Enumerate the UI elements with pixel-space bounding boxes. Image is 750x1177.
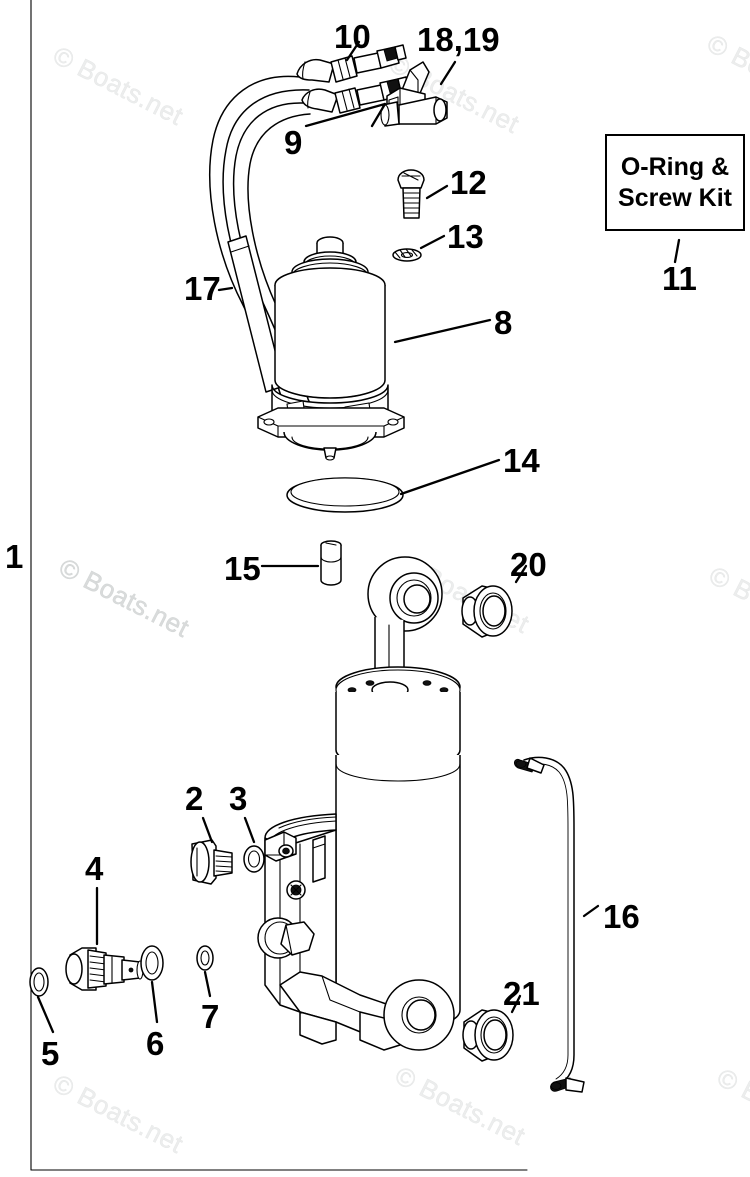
callout-18-19: 18,19 [417, 21, 500, 58]
callout-7: 7 [201, 998, 220, 1035]
kit-box-line-2: Screw Kit [618, 183, 732, 212]
motor-base-o-ring-14 [286, 477, 404, 513]
callout-14: 14 [503, 442, 540, 479]
wire-connector-10 [296, 44, 407, 83]
wire-connector-9 [301, 76, 410, 114]
hydraulic-hose-pair-17 [209, 75, 323, 415]
callout-15: 15 [224, 550, 261, 587]
callout-21: 21 [503, 975, 540, 1012]
callout-2: 2 [185, 780, 204, 817]
callout-10: 10 [334, 18, 371, 55]
o-ring-7 [196, 945, 214, 971]
leader-lines [36, 40, 600, 1034]
lock-washer-13 [392, 248, 422, 262]
pan-head-screw-12 [397, 169, 425, 219]
callout-4: 4 [85, 850, 104, 887]
callout-17: 17 [184, 270, 221, 307]
bushing-lower-21 [462, 1009, 514, 1062]
trim-cylinder-lower-bracket [257, 813, 455, 1051]
callout-9: 9 [284, 124, 303, 161]
o-ring-screw-kit-box: O-Ring & Screw Kit [605, 134, 745, 231]
slotted-screw-2 [190, 839, 233, 885]
ground-wire-strap-16 [514, 756, 585, 1093]
callout-1: 1 [5, 538, 24, 575]
electric-trim-motor-8 [257, 236, 405, 461]
callout-3: 3 [229, 780, 248, 817]
callout-20: 20 [510, 546, 547, 583]
hose-fitting-block-18-19 [380, 61, 448, 127]
callout-12: 12 [450, 164, 487, 201]
o-ring-6 [140, 945, 164, 981]
bushing-upper-20 [461, 585, 513, 638]
flat-washer-3 [243, 845, 265, 873]
kit-box-line-1: O-Ring & [620, 153, 730, 181]
o-ring-5 [29, 967, 49, 997]
callout-6: 6 [146, 1025, 165, 1062]
callout-8: 8 [494, 304, 513, 341]
filter-sleeve-15 [320, 540, 342, 586]
callout-13: 13 [447, 218, 484, 255]
callout-5: 5 [41, 1035, 60, 1072]
manual-release-valve-4 [65, 947, 144, 991]
callout-11: 11 [662, 260, 697, 297]
callout-16: 16 [603, 898, 640, 935]
